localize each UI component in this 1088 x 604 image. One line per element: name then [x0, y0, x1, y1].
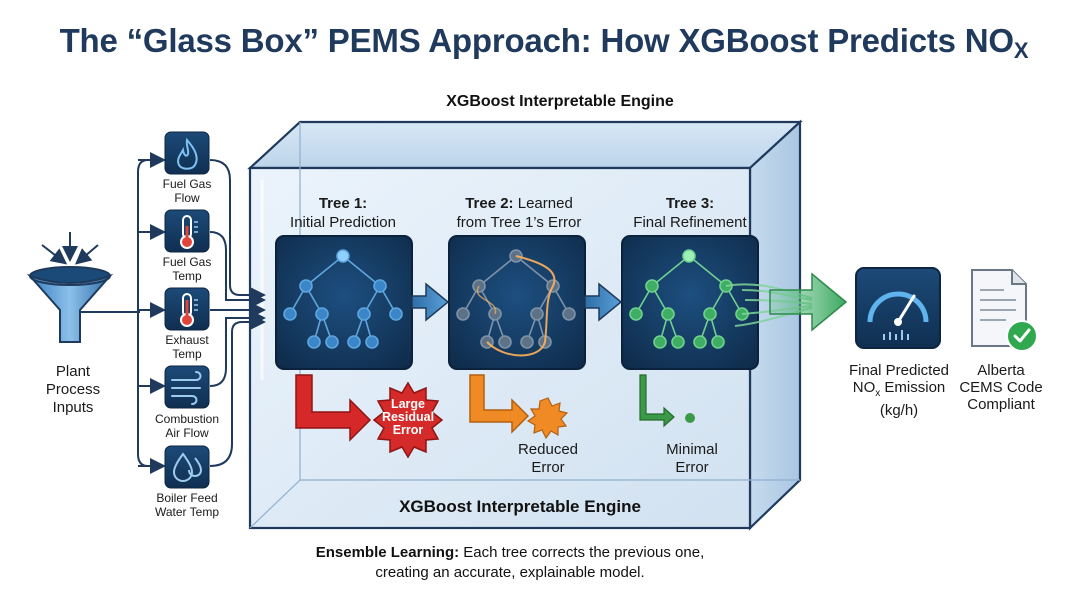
error-label-reduced: Reduced Error — [517, 441, 579, 476]
plant-inputs-label: Plant Process Inputs — [45, 363, 101, 416]
tree-panel-2 — [448, 235, 586, 370]
error-dot-minimal — [685, 413, 695, 423]
page-title: The “Glass Box” PEMS Approach: How XGBoo… — [59, 22, 1029, 63]
wind-icon — [171, 371, 202, 405]
input-combustion-air-flow-tile — [164, 365, 210, 409]
output-label: Final Predicted NOx Emission (kg/h) — [848, 362, 950, 419]
error-arrow-3 — [639, 374, 695, 428]
error-arrow-1 — [295, 374, 372, 442]
thermometer-icon — [180, 293, 198, 327]
tree-panel-3 — [621, 235, 759, 370]
input-fuel-gas-flow-tile — [164, 131, 210, 175]
error-burst-large — [372, 381, 444, 459]
water-drop-icon — [172, 452, 203, 483]
gauge-icon — [855, 267, 941, 349]
tree-1-title: Tree 1: Initial Prediction — [290, 195, 396, 231]
tree-3-title: Tree 3: Final Refinement — [633, 195, 747, 231]
engine-label-top: XGBoost Interpretable Engine — [446, 93, 674, 110]
arrow-to-output — [769, 272, 848, 332]
decision-tree-1 — [283, 249, 403, 349]
compliance-label: Alberta CEMS Code Compliant — [959, 362, 1043, 413]
engine-label-bottom: XGBoost Interpretable Engine — [399, 497, 641, 516]
flame-icon — [177, 137, 198, 170]
decision-tree-3 — [629, 249, 749, 349]
error-label-minimal: Minimal Error — [666, 441, 718, 476]
funnel-icon — [26, 232, 114, 343]
title-subscript: X — [1013, 38, 1029, 63]
footer-caption: Ensemble Learning: Each tree corrects th… — [315, 544, 705, 581]
error-arrow-2 — [469, 374, 530, 434]
error-burst-reduced — [526, 397, 569, 440]
arrow-tree1-to-tree2 — [411, 282, 450, 322]
input-exhaust-temp-tile — [164, 287, 210, 331]
document-check-icon — [971, 269, 1038, 352]
thermometer-icon — [180, 215, 198, 249]
arrow-tree2-to-tree3 — [584, 282, 623, 322]
input-fuel-gas-temp-tile — [164, 209, 210, 253]
tree-panel-1 — [275, 235, 413, 370]
input-boiler-feed-water-temp-tile — [164, 445, 210, 489]
error-label-large: Large Residual Error — [381, 397, 435, 437]
tree-2-title: Tree 2: Learned from Tree 1’s Error — [456, 195, 582, 231]
input-connectors — [80, 152, 266, 474]
decision-tree-2 — [456, 249, 576, 349]
